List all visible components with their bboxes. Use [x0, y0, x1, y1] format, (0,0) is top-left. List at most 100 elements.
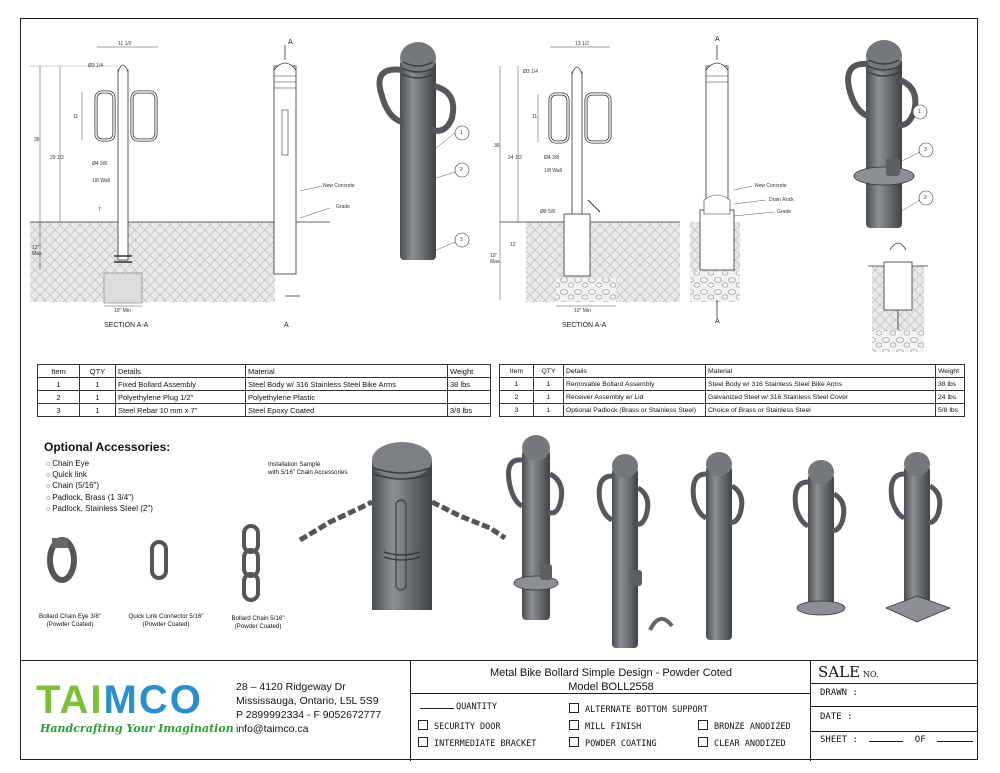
cell: 3	[37, 403, 80, 417]
cell: Choice of Brass or Stainless Steel	[705, 403, 936, 417]
list-item: Padlock, Stainless Steel (2")	[46, 504, 153, 515]
cell: 1	[499, 377, 534, 391]
checkbox[interactable]	[418, 737, 428, 747]
cell: 2	[499, 390, 534, 404]
table-row: 1 1 Fixed Bollard Assembly Steel Body w/…	[37, 377, 491, 391]
cell: 2	[37, 390, 80, 404]
caption-chain: Bollard Chain 5/16" (Powder Coated)	[231, 615, 285, 630]
logo-letter: O	[169, 678, 203, 722]
logo-letter: M	[103, 678, 139, 722]
view-arrow-a-r: A	[715, 36, 720, 43]
cell: Steel Body w/ 316 Stainless Steel Bike A…	[245, 377, 448, 391]
project-title-block: Metal Bike Bollard Simple Design - Powde…	[412, 666, 810, 694]
fixed-bollard-3d	[376, 42, 470, 260]
bollard-variant-5	[884, 452, 952, 623]
dim-below: 12" Max.	[32, 245, 43, 257]
dim-above-grade: 29 1/2	[50, 155, 64, 161]
checkbox[interactable]	[569, 720, 579, 730]
bollard-variant-2	[596, 454, 674, 648]
cell: Steel Rebar 10 mm x 7"	[115, 403, 246, 417]
chain-eye-icon	[47, 537, 77, 583]
cell: 38 lbs	[447, 377, 491, 391]
parts-table-fixed: Item QTY Details Material Weight 1 1 Fix…	[37, 364, 491, 417]
install-note: Installation Sample with 5/16" Chain Acc…	[268, 461, 348, 476]
cell: Polyethylene Plastic	[245, 390, 448, 404]
list-item: Chain (5/16")	[46, 481, 153, 492]
option-mill-finish[interactable]: MILL FINISH	[569, 720, 641, 732]
logo-letter: C	[138, 678, 170, 722]
view-label-a-r: A	[715, 318, 720, 325]
dim-arm-height-r: 11	[532, 114, 538, 120]
balloon-1: 1	[460, 130, 463, 136]
list-item: Quick link	[46, 470, 153, 481]
title-block	[20, 660, 978, 761]
col-material: Material	[245, 364, 448, 378]
dim-wall: 1/8 Wall	[92, 178, 110, 184]
company-address: 28 – 4120 Ridgeway Dr Mississauga, Ontar…	[236, 680, 381, 736]
address-line: 28 – 4120 Ridgeway Dr	[236, 681, 346, 693]
date-label: DATE :	[820, 712, 853, 722]
logo-text: TAIMCO	[36, 678, 203, 722]
dim-seven: 7	[98, 207, 101, 213]
project-title: Metal Bike Bollard Simple Design - Powde…	[489, 667, 733, 679]
dim-width: 11 1/2	[118, 41, 132, 47]
company-tagline: Handcrafting Your Imagination	[40, 722, 234, 735]
cell: 24 lbs	[935, 390, 965, 404]
section-label-r: SECTION A-A	[562, 322, 607, 329]
col-item: Item	[499, 364, 534, 378]
cell: Removable Bollard Assembly	[563, 377, 706, 391]
removable-bollard-3d	[845, 40, 934, 228]
option-security-door[interactable]: SECURITY DOOR	[418, 720, 501, 732]
cell: 1	[79, 377, 116, 391]
cell: Fixed Bollard Assembly	[115, 377, 246, 391]
dim-pipe-dia-r: Ø4 3/8	[544, 155, 560, 161]
cell: 1	[37, 377, 80, 391]
table-row: 1 1 Removable Bollard Assembly Steel Bod…	[499, 377, 965, 391]
table-row: 3 1 Steel Rebar 10 mm x 7" Steel Epoxy C…	[37, 403, 491, 417]
col-weight: Weight	[935, 364, 965, 378]
checkbox[interactable]	[569, 703, 579, 713]
balloon-2-r: 2	[924, 195, 927, 201]
dim-arm-dia: Ø3 1/4	[88, 63, 104, 69]
dim-wall-r: 1/8 Wall	[544, 168, 562, 174]
sheet-label: SHEET : OF	[820, 735, 974, 745]
col-weight: Weight	[447, 364, 491, 378]
cell: 1	[533, 377, 564, 391]
balloon-2: 2	[460, 167, 463, 173]
email-line: info@taimco.ca	[236, 723, 309, 735]
dim-pipe-dia: Ø4 3/8	[92, 161, 108, 167]
checkbox[interactable]	[569, 737, 579, 747]
logo-letter: A	[59, 678, 91, 722]
option-intermediate-bracket[interactable]: INTERMEDIATE BRACKET	[418, 737, 536, 749]
table-row: 2 1 Polyethylene Plug 1/2" Polyethylene …	[37, 390, 491, 404]
option-alternate-bottom[interactable]: ALTERNATE BOTTOM SUPPORT	[569, 703, 708, 715]
removable-bollard-section	[690, 45, 775, 318]
dim-arm-dia-r: Ø3 1/4	[523, 69, 539, 75]
dim-below-r: 10" Max.	[490, 253, 501, 265]
cell: 38 lbs	[935, 377, 965, 391]
technical-drawings	[30, 40, 934, 352]
bollard-variant-4	[792, 460, 847, 616]
checkbox[interactable]	[698, 737, 708, 747]
cell: Steel Epoxy Coated	[245, 403, 448, 417]
cell: 1	[533, 390, 564, 404]
list-item: Chain Eye	[46, 459, 153, 470]
option-bronze-anodized[interactable]: BRONZE ANODIZED	[698, 720, 791, 732]
cell: Steel Body w/ 316 Stainless Steel Bike A…	[705, 377, 936, 391]
option-powder-coating[interactable]: POWDER COATING	[569, 737, 657, 749]
address-line: Mississauga, Ontario, L5L 5S9	[236, 695, 379, 707]
dim-base-dia-r: Ø8 5/8	[540, 209, 556, 215]
option-clear-anodized[interactable]: CLEAR ANODIZED	[698, 737, 786, 749]
installation-sample-bollard	[298, 442, 507, 610]
checkbox[interactable]	[418, 720, 428, 730]
checkbox[interactable]	[698, 720, 708, 730]
caption-chain-eye: Bollard Chain Eye 3/8" (Powder Coated)	[38, 613, 102, 628]
balloon-3-r: 3	[924, 147, 927, 153]
table-row: 3 1 Optional Padlock (Brass or Stainless…	[499, 403, 965, 417]
quantity-field[interactable]: QUANTITY	[420, 702, 497, 712]
table-header-row: Item QTY Details Material Weight	[37, 364, 491, 378]
chain-icon	[242, 524, 260, 602]
col-details: Details	[563, 364, 706, 378]
